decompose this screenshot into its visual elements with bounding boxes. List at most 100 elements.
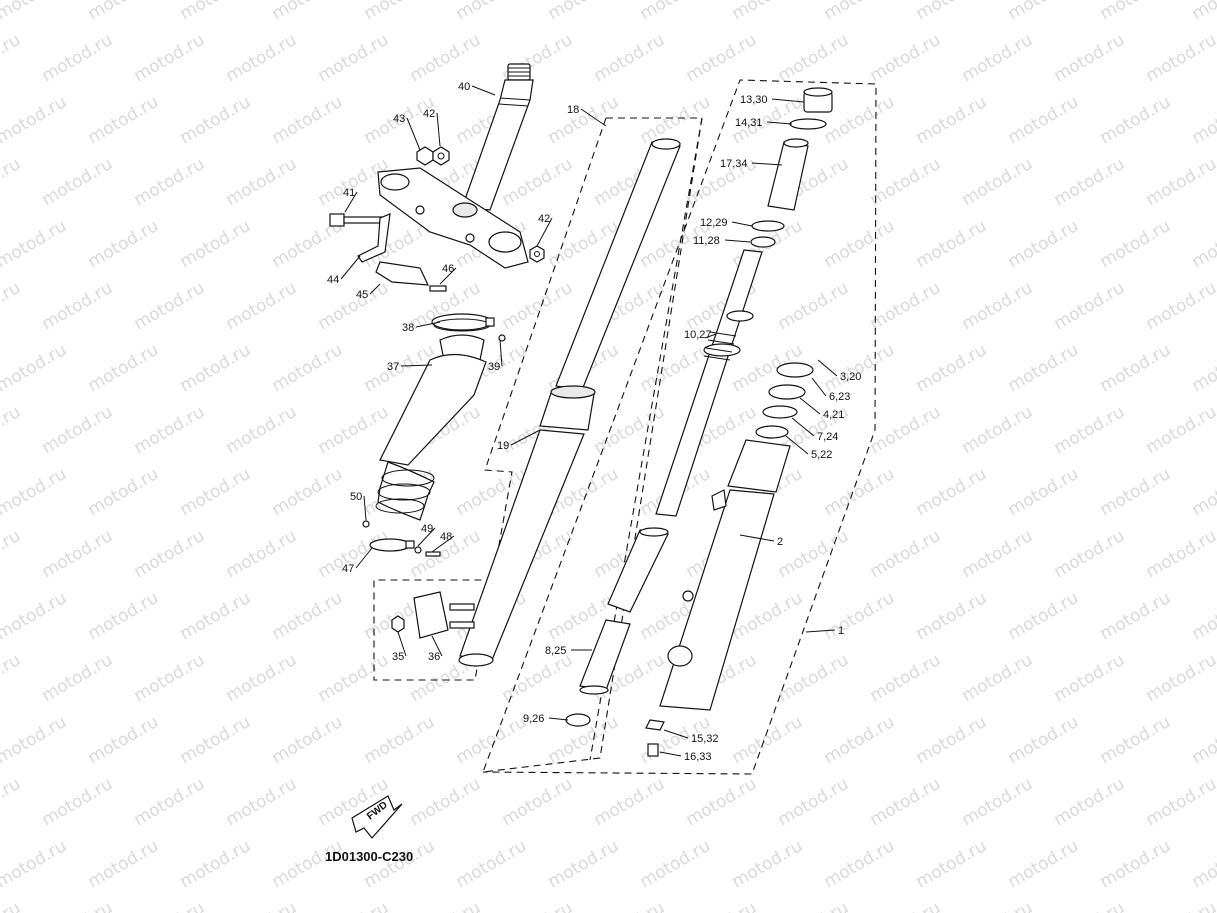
watermark-text: motod.ru bbox=[867, 774, 945, 830]
watermark-text: motod.ru bbox=[177, 340, 255, 396]
watermark-text: motod.ru bbox=[821, 0, 899, 24]
watermark-text: motod.ru bbox=[131, 402, 209, 458]
watermark-text: motod.ru bbox=[1189, 340, 1217, 396]
callout-label-c16: 16,33 bbox=[684, 751, 712, 763]
watermark-text: motod.ru bbox=[1097, 464, 1175, 520]
watermark-text: motod.ru bbox=[499, 154, 577, 210]
watermark-text: motod.ru bbox=[683, 898, 761, 913]
leader-line-c4 bbox=[799, 397, 821, 415]
callout-label-c8: 8,25 bbox=[545, 645, 566, 657]
watermark-text: motod.ru bbox=[545, 92, 623, 148]
watermark-text: motod.ru bbox=[361, 0, 439, 24]
outer-tube bbox=[645, 362, 814, 757]
watermark-text: motod.ru bbox=[913, 712, 991, 768]
watermark-text: motod.ru bbox=[591, 898, 669, 913]
watermark-text: motod.ru bbox=[39, 30, 117, 86]
callout-label-c42b: 42 bbox=[538, 213, 550, 225]
watermark-text: motod.ru bbox=[269, 464, 347, 520]
watermark-text: motod.ru bbox=[1005, 712, 1083, 768]
watermark-text: motod.ru bbox=[39, 278, 117, 334]
watermark-text: motod.ru bbox=[867, 526, 945, 582]
watermark-text: motod.ru bbox=[0, 836, 70, 892]
watermark-text: motod.ru bbox=[913, 588, 991, 644]
callout-label-c10: 10,27 bbox=[684, 329, 712, 341]
watermark-text: motod.ru bbox=[959, 278, 1037, 334]
watermark-text: motod.ru bbox=[591, 30, 669, 86]
callout-label-c44: 44 bbox=[327, 274, 339, 286]
watermark-text: motod.ru bbox=[269, 836, 347, 892]
leader-line-c19 bbox=[510, 429, 541, 446]
watermark-text: motod.ru bbox=[361, 712, 439, 768]
callout-label-c49: 49 bbox=[421, 523, 433, 535]
watermark-text: motod.ru bbox=[1143, 402, 1217, 458]
watermark-text: motod.ru bbox=[1051, 278, 1129, 334]
watermark-text: motod.ru bbox=[39, 650, 117, 706]
watermark-text: motod.ru bbox=[223, 898, 301, 913]
callout-label-c13: 13,30 bbox=[740, 94, 768, 106]
watermark-text: motod.ru bbox=[1005, 92, 1083, 148]
callout-label-c47: 47 bbox=[342, 563, 354, 575]
watermark-text: motod.ru bbox=[775, 30, 853, 86]
leader-line-c38 bbox=[415, 321, 441, 328]
watermark-text: motod.ru bbox=[867, 402, 945, 458]
leader-line-c37 bbox=[400, 364, 433, 367]
watermark-text: motod.ru bbox=[407, 898, 485, 913]
leader-line-c11 bbox=[724, 239, 751, 243]
watermark-text: motod.ru bbox=[959, 402, 1037, 458]
watermark-text: motod.ru bbox=[913, 340, 991, 396]
leader-line-c45 bbox=[369, 283, 381, 295]
watermark-text: motod.ru bbox=[177, 216, 255, 272]
watermark-text: motod.ru bbox=[1051, 650, 1129, 706]
callout-label-c45: 45 bbox=[356, 289, 368, 301]
watermark-text: motod.ru bbox=[1097, 836, 1175, 892]
leader-line-c41 bbox=[344, 191, 358, 213]
watermark-text: motod.ru bbox=[0, 526, 24, 582]
watermark-text: motod.ru bbox=[1051, 774, 1129, 830]
leader-line-c9 bbox=[548, 717, 569, 721]
watermark-text: motod.ru bbox=[959, 898, 1037, 913]
watermark-text: motod.ru bbox=[0, 898, 24, 913]
watermark-text: motod.ru bbox=[39, 154, 117, 210]
watermark-text: motod.ru bbox=[867, 154, 945, 210]
watermark-text: motod.ru bbox=[683, 774, 761, 830]
watermark-text: motod.ru bbox=[1097, 216, 1175, 272]
callout-label-c19: 19 bbox=[497, 440, 509, 452]
watermark-text: motod.ru bbox=[499, 774, 577, 830]
watermark-text: motod.ru bbox=[315, 898, 393, 913]
fork-boot bbox=[362, 313, 506, 557]
leader-line-c44 bbox=[340, 255, 361, 280]
under-bracket bbox=[377, 167, 529, 269]
watermark-text: motod.ru bbox=[1189, 92, 1217, 148]
watermark-text: motod.ru bbox=[223, 774, 301, 830]
watermark-text: motod.ru bbox=[39, 526, 117, 582]
watermark-text: motod.ru bbox=[1189, 0, 1217, 24]
watermark-text: motod.ru bbox=[1143, 30, 1217, 86]
watermark-text: motod.ru bbox=[1051, 898, 1129, 913]
watermark-text: motod.ru bbox=[223, 30, 301, 86]
leader-line-c49 bbox=[417, 527, 436, 547]
steering-stem bbox=[461, 63, 534, 211]
watermark-text: motod.ru bbox=[453, 0, 531, 24]
callout-label-c2: 2 bbox=[777, 536, 783, 548]
watermark-text: motod.ru bbox=[913, 464, 991, 520]
callout-label-c11: 11,28 bbox=[693, 235, 720, 247]
leader-line-c50 bbox=[363, 495, 367, 521]
watermark-text: motod.ru bbox=[85, 836, 163, 892]
watermark-text: motod.ru bbox=[0, 464, 70, 520]
watermark-text: motod.ru bbox=[131, 774, 209, 830]
watermark-text: motod.ru bbox=[729, 0, 807, 24]
watermark-text: motod.ru bbox=[177, 712, 255, 768]
watermark-text: motod.ru bbox=[1143, 154, 1217, 210]
leader-line-c6 bbox=[811, 377, 827, 397]
watermark-text: motod.ru bbox=[499, 278, 577, 334]
fork-spring-lower bbox=[565, 527, 669, 727]
watermark-text: motod.ru bbox=[85, 0, 163, 24]
watermark-text: motod.ru bbox=[913, 836, 991, 892]
watermark-text: motod.ru bbox=[913, 92, 991, 148]
leader-line-c18 bbox=[580, 108, 607, 127]
watermark-text: motod.ru bbox=[223, 278, 301, 334]
leader-line-c10 bbox=[704, 333, 717, 339]
leader-line-c48 bbox=[431, 535, 455, 553]
watermark-text: motod.ru bbox=[1143, 898, 1217, 913]
